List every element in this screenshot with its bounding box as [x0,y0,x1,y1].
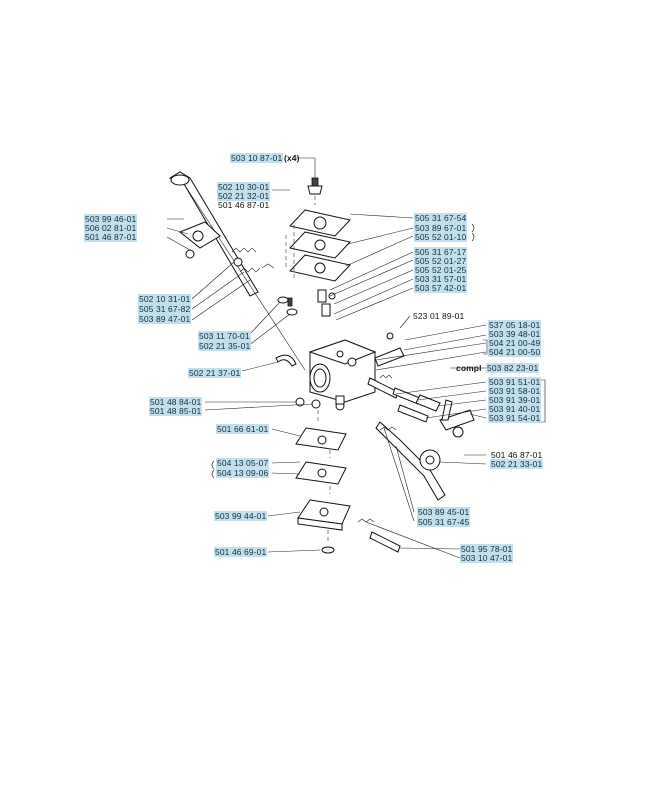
label-part-20: 537 05 18-01 [488,320,542,330]
label-part-06: 506 02 81-01 [84,223,138,233]
label-part-08: 505 31 67-54 [414,213,468,223]
label-part-35: 501 66 61-01 [216,424,270,434]
label-part-18: 503 89 47-01 [138,314,192,324]
label-part-16: 502 10 31-01 [138,294,192,304]
label-part-31: 503 91 40-01 [488,404,542,414]
metering-screws [295,395,345,411]
label-part-12: 505 52 01-27 [414,256,468,266]
label-part-40: 503 89 45-01 [417,507,471,517]
metering-diaphragm [295,461,347,485]
label-part-34: 501 48 85-01 [149,406,203,416]
pump-gasket [289,231,351,259]
label-part-26: 503 82 23-01 [486,363,540,373]
choke-lever [439,399,475,438]
label-part-05: 503 99 46-01 [84,214,138,224]
fuel-fitting [275,354,297,367]
shaft-washers [277,296,298,316]
label-part-33: 501 48 84-01 [149,397,203,407]
label-part-03: 502 21 32-01 [217,191,271,201]
label-part-02: 502 10 30-01 [217,182,271,192]
label-quantity-x4: (x4) [284,153,300,163]
label-part-30: 503 91 39-01 [488,395,542,405]
label-part-01: 503 10 87-01 [230,153,284,163]
leader-lines [166,157,487,559]
label-part-15: 503 57 42-01 [414,283,468,293]
label-part-22: 502 21 35-01 [198,341,252,351]
fuel-inlet [374,332,405,367]
label-part-29: 503 91 58-01 [488,386,542,396]
lever-screw [185,249,195,259]
carburetor-body [308,339,377,403]
label-part-38: 504 13 05-07 [216,458,270,468]
label-part-28: 503 91 51-01 [488,377,542,387]
label-part-23: 503 39 48-01 [488,329,542,339]
label-part-19: 523 01 89-01 [413,311,465,321]
bottom-plug [321,546,335,554]
label-part-27: 502 21 37-01 [188,368,242,378]
label-part-14: 503 31 57-01 [414,274,468,284]
label-part-44: 503 10 47-01 [460,553,514,563]
label-part-11: 505 31 67-17 [414,247,468,257]
clip [261,263,275,269]
label-part-13: 505 52 01-25 [414,265,468,275]
pump-cover [289,209,351,237]
metering-gasket [295,427,347,451]
adjustment-needles [367,374,441,423]
label-part-37: 502 21 33-01 [490,459,544,469]
label-part-09: 503 89 67-01 [414,223,468,233]
label-part-45: 501 46 69-01 [214,547,268,557]
label-part-17: 505 31 67-82 [138,304,192,314]
choke-shaft [375,421,446,501]
label-part-25: 504 21 00-50 [488,347,542,357]
label-part-24: 504 21 00-49 [488,338,542,348]
pump-screws [317,289,336,317]
label-part-07: 501 46 87-01 [84,232,138,242]
label-part-41: 505 31 67-45 [417,517,471,527]
label-part-21: 503 11 70-01 [198,331,251,341]
label-part-42: 503 99 44-01 [214,511,268,521]
label-part-36: 501 46 87-01 [491,450,543,460]
cover-screw [307,177,323,195]
label-part-32: 503 91 54-01 [488,413,542,423]
pump-diaphragm [289,254,351,282]
throttle-lever [179,221,221,249]
label-compl: compl [456,363,482,373]
label-part-43: 501 95 78-01 [460,544,514,554]
label-part-04: 501 46 87-01 [218,200,270,210]
bracket-marks [211,223,546,479]
label-part-39: 504 13 09-06 [216,468,270,478]
idle-needle [357,518,401,553]
label-part-10: 505 52 01-10 [414,232,468,242]
metering-cover [297,499,351,531]
